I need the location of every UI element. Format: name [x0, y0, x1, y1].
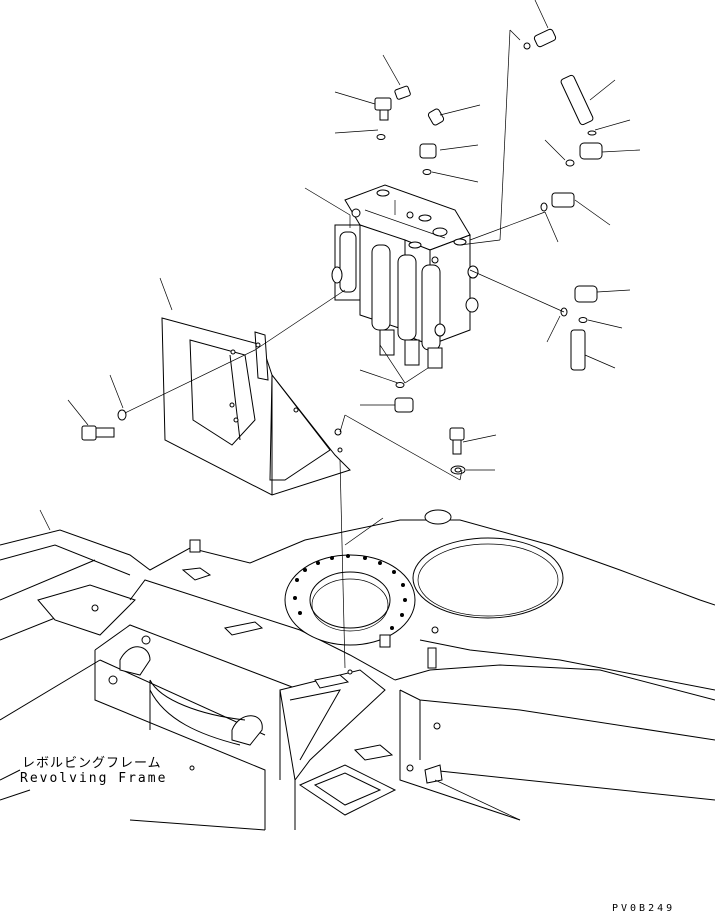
fittings: [81, 28, 603, 475]
leader-lines: [39, 0, 641, 821]
control-valve: [331, 184, 479, 369]
mounting-bracket: [161, 317, 351, 496]
drawing-code: PV0B249: [612, 903, 676, 914]
swing-circle-bolts: [293, 554, 407, 630]
revolving-frame-label-en: Revolving Frame: [20, 771, 168, 786]
revolving-frame-label-jp: レボルビングフレーム: [22, 756, 162, 771]
revolving-frame: [0, 509, 715, 831]
